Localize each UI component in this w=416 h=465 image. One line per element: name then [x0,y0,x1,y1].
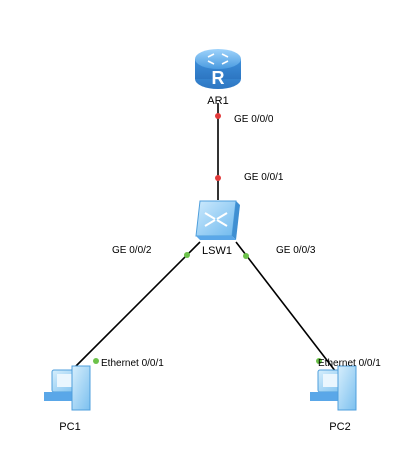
port-status-dot [215,175,221,181]
port-status-dot [184,252,190,258]
port-label-ar1: GE 0/0/0 [234,114,274,125]
port-label-lsw1-uplink: GE 0/0/1 [244,172,284,183]
pc2-name-label: PC2 [329,421,350,433]
link-lsw1-pc1[interactable] [69,241,201,373]
switch-icon[interactable] [195,200,240,240]
port-status-dot [316,358,322,364]
pc-icon[interactable] [310,365,357,411]
port-status-dot [215,113,221,119]
switch-name-label: LSW1 [202,245,232,257]
port-status-dot [93,358,99,364]
port-label-pc2: Ethernet 0/0/1 [318,358,381,369]
port-status-dot [243,253,249,259]
svg-text:R: R [212,68,225,88]
router-name-label: AR1 [207,95,228,107]
pc-icon[interactable] [44,365,91,411]
pc1-name-label: PC1 [59,421,80,433]
link-lsw1-pc2[interactable] [235,241,337,373]
router-icon[interactable]: R [195,49,241,89]
port-label-lsw1-pc2: GE 0/0/3 [276,245,316,256]
port-label-lsw1-pc1: GE 0/0/2 [112,245,152,256]
port-label-pc1: Ethernet 0/0/1 [101,358,164,369]
